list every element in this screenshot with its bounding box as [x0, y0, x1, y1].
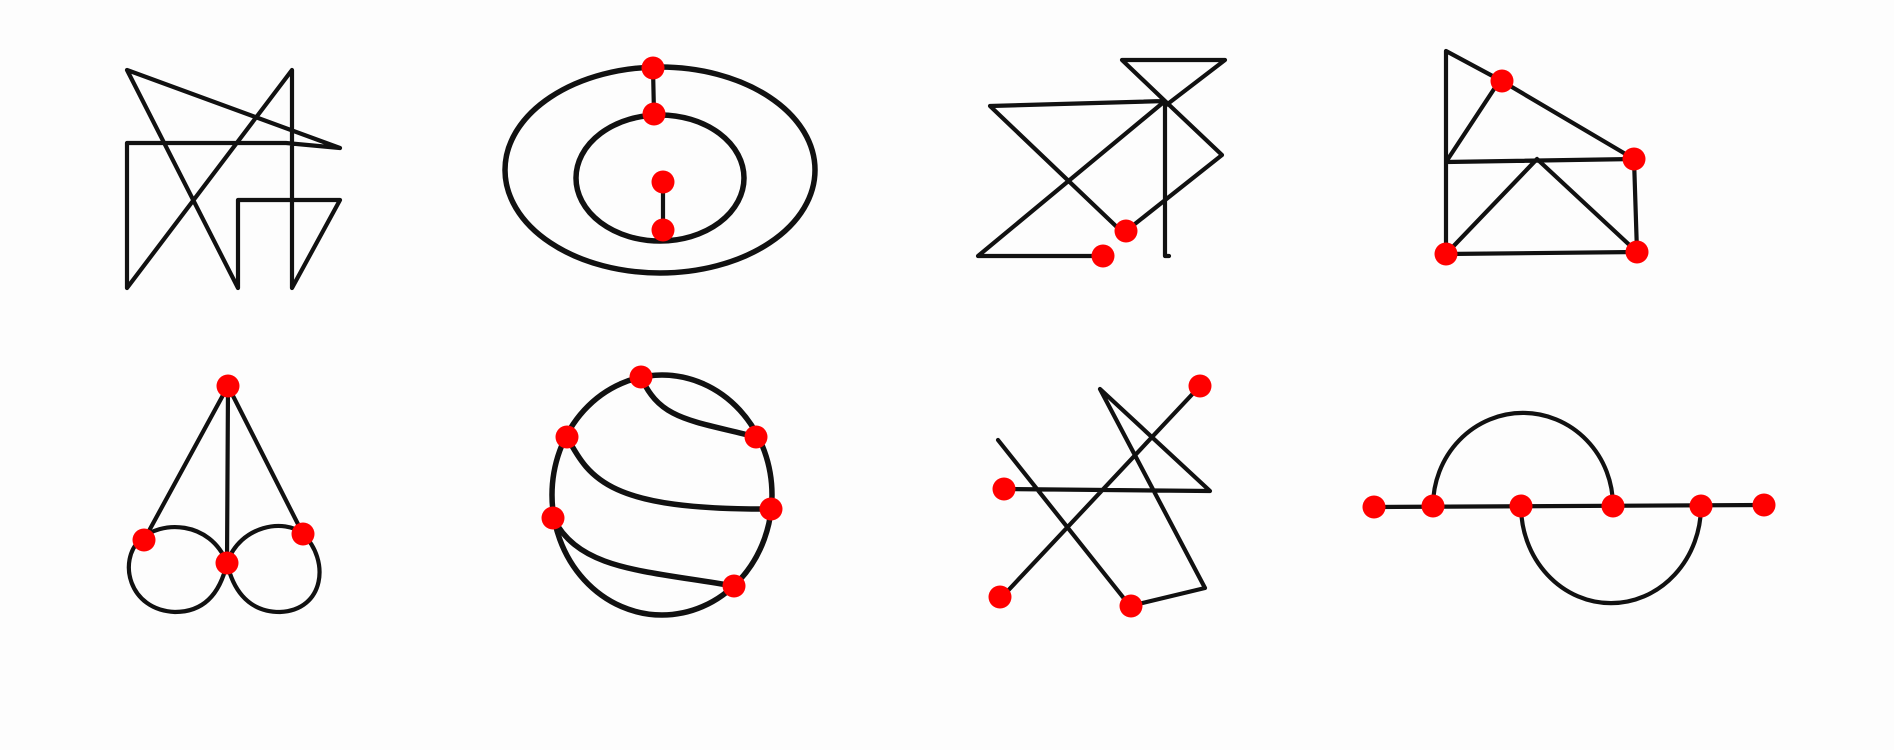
vertex-dot	[641, 56, 665, 80]
vertex-dot	[216, 374, 240, 398]
vertex-dot	[1752, 493, 1776, 517]
figure-hourglass-flag	[975, 57, 1228, 268]
vertex-dot	[1119, 594, 1143, 618]
figure-triangle-trapezoid	[1434, 48, 1649, 266]
vertex-dot	[988, 585, 1012, 609]
vertex-dot	[132, 528, 156, 552]
vertex-dot	[1622, 147, 1646, 171]
vertex-dot	[1689, 494, 1713, 518]
vertex-dot	[1490, 69, 1514, 93]
vertex-dot	[629, 365, 653, 389]
vertex-dot	[1114, 219, 1138, 243]
vertex-dot	[291, 522, 315, 546]
star-outline	[995, 383, 1213, 609]
vertex-dot	[555, 425, 579, 449]
upper-semicircle	[1430, 410, 1616, 509]
vertex-dot	[642, 102, 666, 126]
vertex-dot	[759, 497, 783, 521]
vertex-dot	[541, 506, 565, 530]
ball-stripes	[550, 374, 774, 589]
zigzag-outline	[124, 67, 343, 291]
vertex-dot	[651, 170, 675, 194]
figure-crossed-star	[988, 374, 1213, 618]
trapezoid-outline	[1443, 48, 1640, 257]
figure-concentric-ellipses	[502, 56, 818, 276]
cherry-stems	[141, 383, 306, 566]
vertex-dot	[1625, 240, 1649, 264]
vertex-dot	[1421, 494, 1445, 518]
vertex-dot	[651, 218, 675, 242]
hourglass-outline	[975, 57, 1228, 259]
vertex-dot	[1091, 244, 1115, 268]
vertex-dot	[1509, 494, 1533, 518]
vertex-dot	[1434, 242, 1458, 266]
figure-cherries	[126, 374, 322, 615]
vertex-dot	[1601, 494, 1625, 518]
vertex-dot	[992, 477, 1016, 501]
figure-zigzag-house	[124, 67, 343, 291]
figure-striped-ball	[541, 365, 783, 618]
vertex-dot	[722, 574, 746, 598]
lower-semicircle	[1518, 503, 1704, 606]
vertex-dot	[1362, 495, 1386, 519]
figure-semicircles-on-line	[1362, 410, 1776, 606]
vertex-dot	[215, 551, 239, 575]
vertex-dot	[1188, 374, 1212, 398]
vertex-dot	[744, 425, 768, 449]
ball-outline	[549, 372, 775, 618]
